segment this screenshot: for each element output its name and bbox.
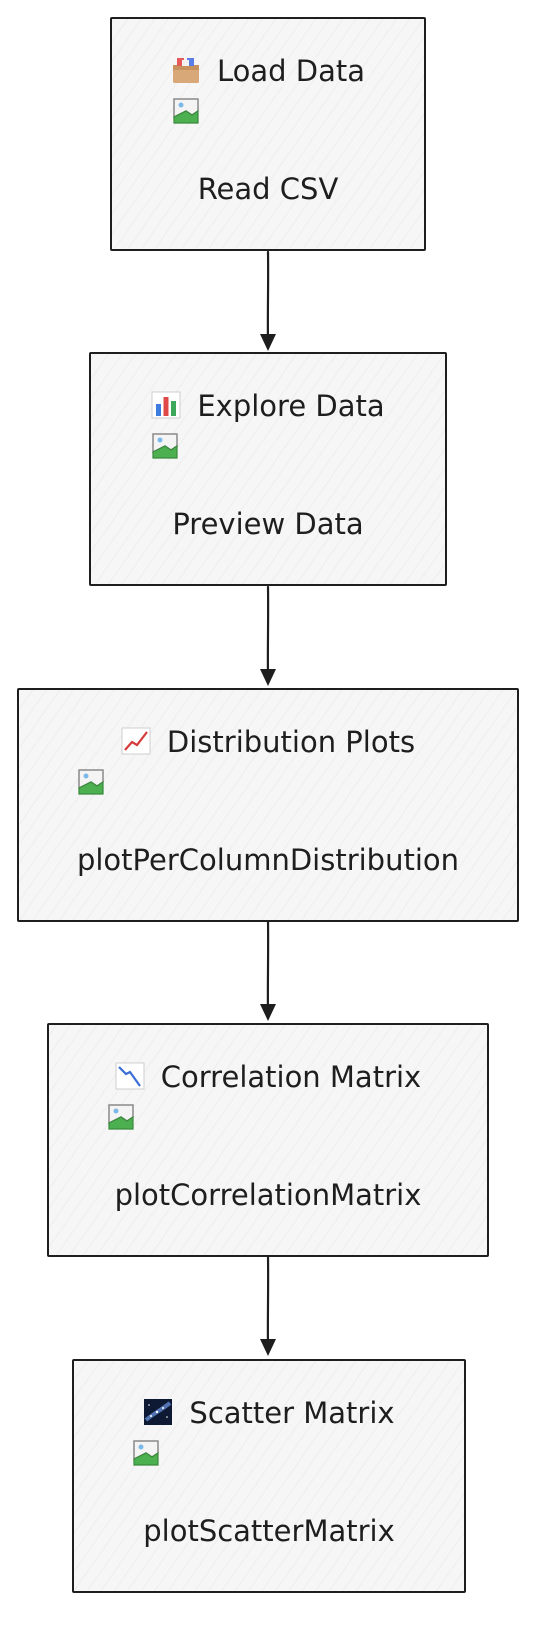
arrowhead-correlation	[260, 1004, 276, 1021]
node-correlation-matrix[interactable]: Correlation Matrix plotCorrelationMatrix	[47, 1023, 489, 1257]
node-explore-data-subtitle: Preview Data	[172, 507, 364, 541]
node-explore-data[interactable]: Explore Data Preview Data	[89, 352, 447, 586]
node-explore-data-title: Explore Data	[197, 389, 385, 423]
node-scatter-matrix[interactable]: Scatter Matrix plotScatterMatrix	[72, 1359, 466, 1593]
card-file-box-icon	[172, 58, 199, 83]
arrowhead-distribution	[260, 669, 276, 686]
node-correlation-matrix-subtitle: plotCorrelationMatrix	[114, 1178, 422, 1212]
broken-image-icon	[173, 98, 199, 124]
node-scatter-matrix-title-row: Scatter Matrix	[74, 1395, 464, 1431]
broken-image-icon	[78, 769, 104, 795]
node-load-data-title: Load Data	[216, 54, 366, 88]
arrowhead-scatter	[260, 1339, 276, 1356]
broken-image-icon	[133, 1440, 159, 1466]
bar-chart-icon	[151, 391, 181, 419]
node-correlation-matrix-title-row: Correlation Matrix	[49, 1059, 487, 1095]
node-distribution-plots-subtitle: plotPerColumnDistribution	[76, 843, 460, 877]
node-distribution-plots-title: Distribution Plots	[166, 725, 416, 759]
milky-way-icon	[144, 1399, 173, 1425]
node-distribution-plots[interactable]: Distribution Plots plotPerColumnDistribu…	[17, 688, 519, 922]
broken-image-icon	[108, 1104, 134, 1130]
chart-decreasing-icon	[115, 1062, 145, 1090]
node-load-data-title-row: Load Data	[112, 53, 424, 89]
broken-image-icon	[152, 433, 178, 459]
node-explore-data-title-row: Explore Data	[91, 388, 445, 424]
arrowhead-explore	[260, 334, 276, 351]
node-scatter-matrix-title: Scatter Matrix	[189, 1396, 395, 1430]
node-load-data-subtitle: Read CSV	[197, 172, 339, 206]
node-scatter-matrix-subtitle: plotScatterMatrix	[143, 1514, 395, 1548]
node-distribution-plots-title-row: Distribution Plots	[19, 724, 517, 760]
node-correlation-matrix-title: Correlation Matrix	[160, 1060, 422, 1094]
node-load-data[interactable]: Load Data Read CSV	[110, 17, 426, 251]
chart-increasing-icon	[121, 727, 151, 755]
